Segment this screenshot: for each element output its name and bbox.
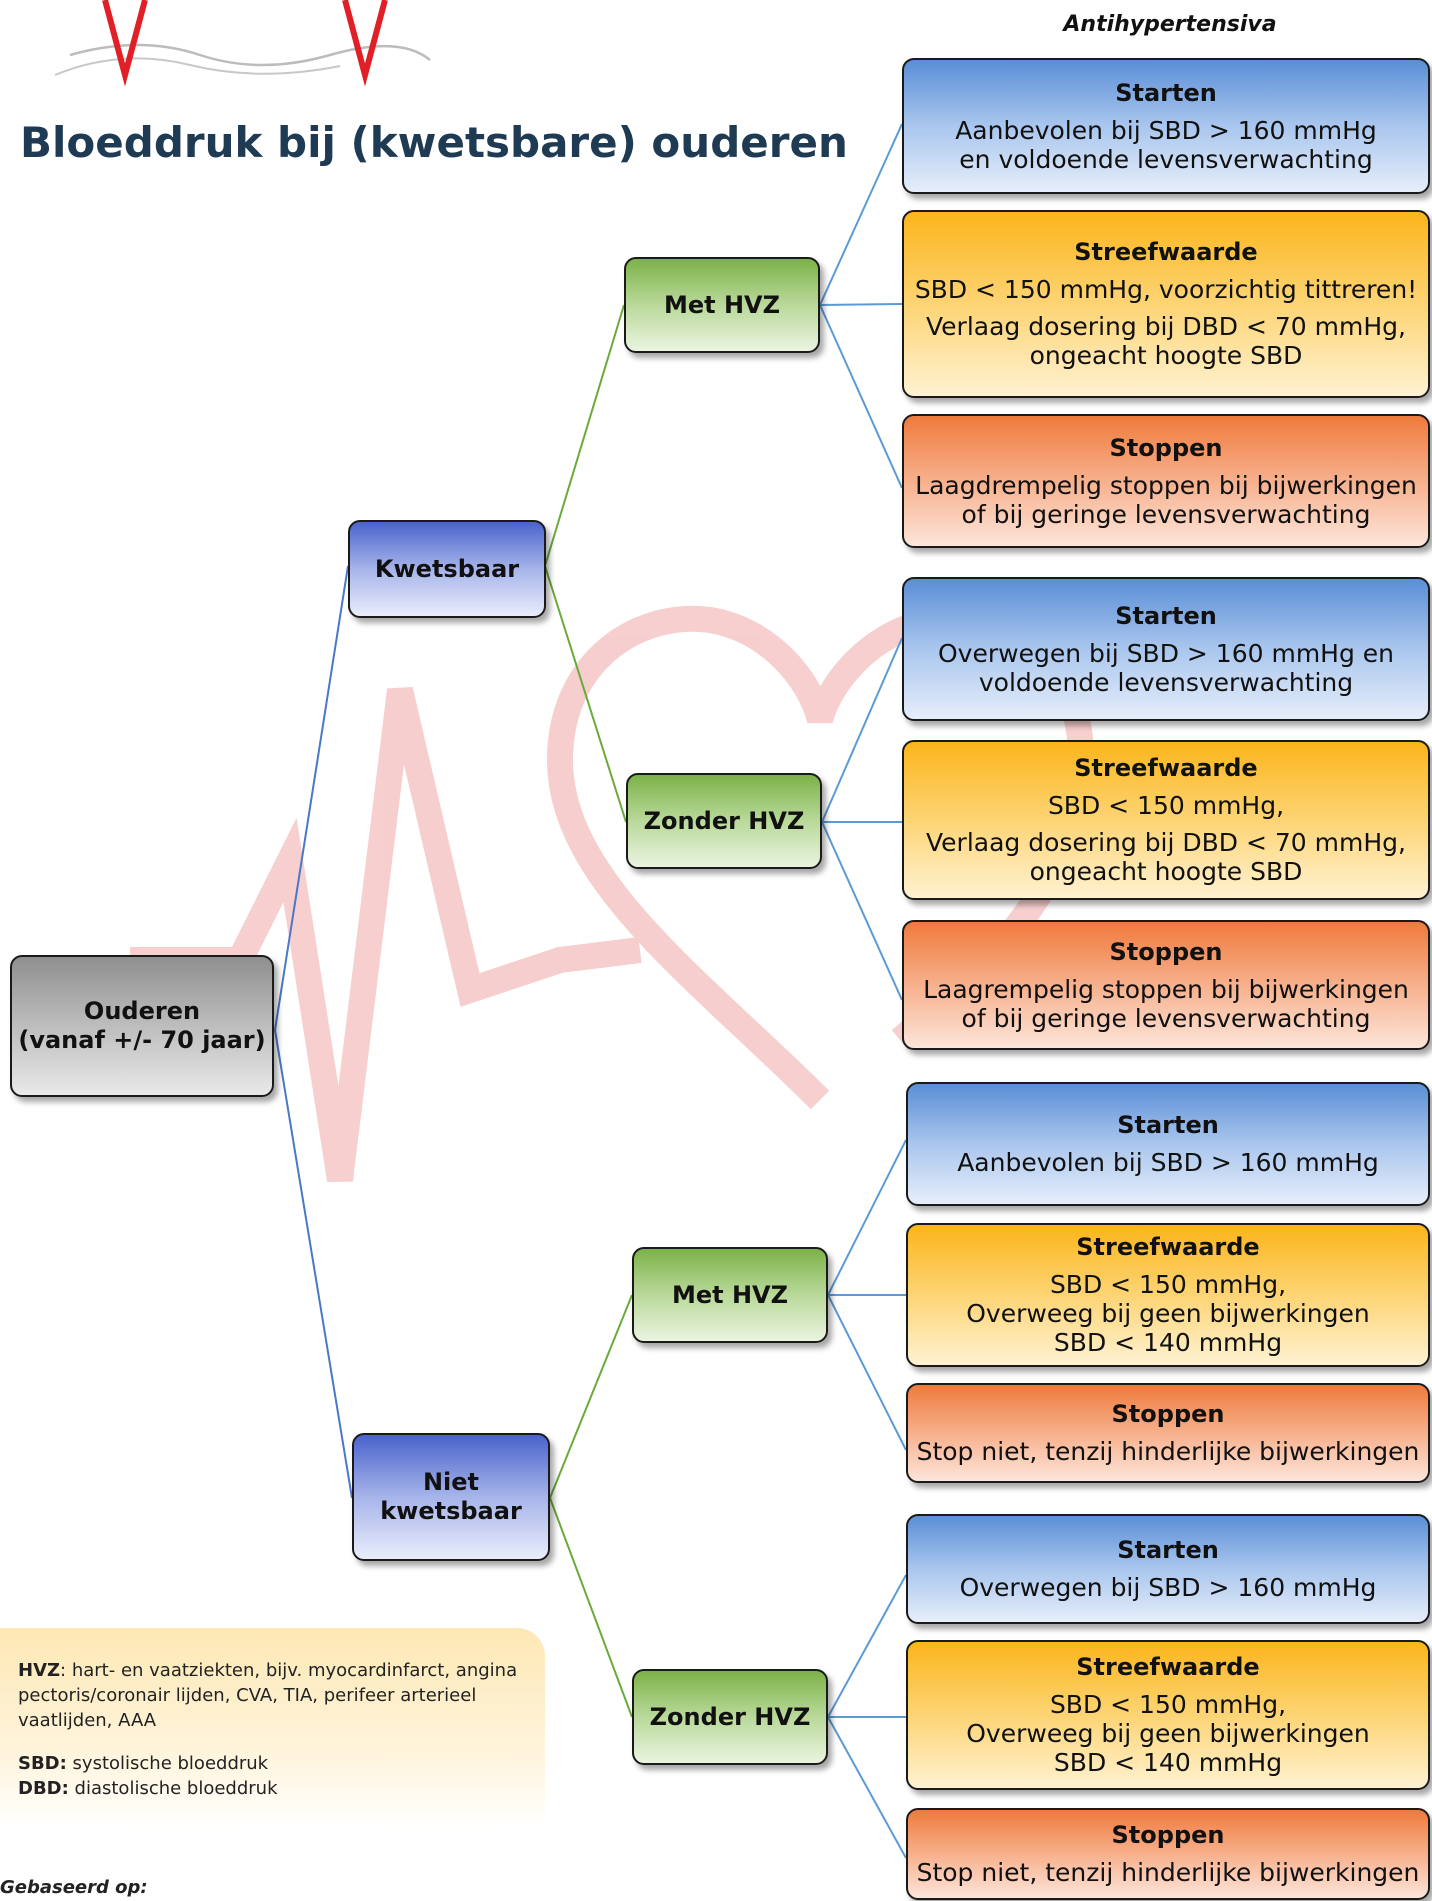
node-label: Zonder HVZ <box>643 806 805 835</box>
leaf-text: Overweeg bij geen bijwerkingen <box>966 1299 1370 1328</box>
based-on-label: Gebaseerd op: <box>0 1877 148 1898</box>
connector-leaf <box>827 1294 907 1451</box>
leaf-text: Laagrempelig stoppen bij bijwerkingen <box>923 974 1409 1004</box>
node-kwetsbaar-label: Kwetsbaar <box>374 554 520 583</box>
leaf-starten: Starten Aanbevolen bij SBD > 160 mmHg en… <box>902 58 1430 194</box>
connector-leaf <box>827 1574 907 1718</box>
leaf-text: Verlaag dosering bij DBD < 70 mmHg, <box>926 312 1406 341</box>
node-label: Met HVZ <box>663 290 781 319</box>
legend-dbd-def: diastolische bloeddruk <box>68 1778 278 1799</box>
leaf-text: ongeacht hoogte SBD <box>1029 857 1303 886</box>
leaf-text: SBD < 150 mmHg, <box>1047 791 1285 820</box>
leaf-title: Starten <box>1117 1536 1219 1564</box>
leaf-title: Stoppen <box>1111 1821 1225 1849</box>
node-label: Met HVZ <box>671 1280 789 1309</box>
leaf-stoppen: Stoppen Stop niet, tenzij hinderlijke bi… <box>906 1383 1430 1483</box>
root-line2: (vanaf +/- 70 jaar) <box>18 1026 266 1054</box>
leaf-starten: Starten Overwegen bij SBD > 160 mmHg en … <box>902 577 1430 721</box>
node-niet-kwetsbaar-line2: kwetsbaar <box>380 1497 522 1525</box>
leaf-text: ongeacht hoogte SBD <box>1029 341 1303 370</box>
legend-hvz-term: HVZ <box>18 1660 61 1681</box>
leaf-title: Starten <box>1117 1111 1219 1139</box>
legend-sbd: SBD: systolische bloeddruk <box>18 1751 527 1776</box>
legend-dbd-term: DBD: <box>18 1778 69 1799</box>
leaf-title: Streefwaarde <box>1076 1653 1260 1681</box>
heartbeat-logo-icon <box>54 0 431 87</box>
node-nietkw-zonder-hvz: Zonder HVZ <box>632 1669 828 1765</box>
leaf-stoppen: Stoppen Laagdrempelig stoppen bij bijwer… <box>902 414 1430 548</box>
leaf-stoppen: Stoppen Stop niet, tenzij hinderlijke bi… <box>906 1808 1430 1900</box>
leaf-title: Stoppen <box>1109 937 1223 966</box>
node-kwetsbaar-met-hvz: Met HVZ <box>624 257 820 353</box>
leaf-title: Starten <box>1115 78 1217 107</box>
legend-hvz-def: : hart- en vaatziekten, bijv. myocardinf… <box>18 1660 518 1731</box>
connector-kwetsbaar-met <box>544 304 625 567</box>
leaf-streefwaarde: Streefwaarde SBD < 150 mmHg, Overweeg bi… <box>906 1640 1430 1790</box>
leaf-title: Streefwaarde <box>1076 1233 1260 1261</box>
leaf-text: Overweeg bij geen bijwerkingen <box>966 1719 1370 1748</box>
node-kwetsbaar-zonder-hvz: Zonder HVZ <box>626 773 822 869</box>
connector-nietkw-met <box>549 1294 633 1499</box>
legend-dbd: DBD: diastolische bloeddruk <box>18 1776 527 1801</box>
leaf-title: Stoppen <box>1111 1400 1225 1428</box>
leaf-starten: Starten Overwegen bij SBD > 160 mmHg <box>906 1514 1430 1624</box>
node-label: Zonder HVZ <box>649 1702 811 1731</box>
leaf-text: voldoende levensverwachting <box>978 667 1354 697</box>
leaf-text: Aanbevolen bij SBD > 160 mmHg <box>955 115 1377 145</box>
leaf-text: Stop niet, tenzij hinderlijke bijwerking… <box>916 1437 1420 1466</box>
leaf-title: Stoppen <box>1109 433 1223 462</box>
leaf-text: Overwegen bij SBD > 160 mmHg <box>959 1573 1377 1602</box>
connector-leaf <box>827 1139 907 1296</box>
node-niet-kwetsbaar: Niet kwetsbaar <box>352 1433 550 1561</box>
root-node-ouderen: Ouderen (vanaf +/- 70 jaar) <box>10 955 274 1097</box>
leaf-title: Streefwaarde <box>1074 754 1258 782</box>
leaf-streefwaarde: Streefwaarde SBD < 150 mmHg, Overweeg bi… <box>906 1223 1430 1367</box>
root-line1: Ouderen <box>83 997 201 1025</box>
connector-leaf <box>819 304 903 489</box>
leaf-text: Aanbevolen bij SBD > 160 mmHg <box>957 1148 1379 1177</box>
node-nietkw-met-hvz: Met HVZ <box>632 1247 828 1343</box>
leaf-streefwaarde: Streefwaarde SBD < 150 mmHg, Verlaag dos… <box>902 740 1430 900</box>
leaf-stoppen: Stoppen Laagrempelig stoppen bij bijwerk… <box>902 920 1430 1050</box>
legend-panel: HVZ: hart- en vaatziekten, bijv. myocard… <box>0 1628 545 1830</box>
page-title: Bloeddruk bij (kwetsbare) ouderen <box>20 118 848 167</box>
leaf-text: SBD < 150 mmHg, <box>1049 1270 1287 1299</box>
leaf-text: SBD < 140 mmHg <box>1053 1328 1283 1357</box>
connector-leaf <box>827 1716 907 1859</box>
leaf-title: Starten <box>1115 601 1217 630</box>
connector-leaf <box>821 821 903 1001</box>
connector-kwetsbaar-zonder <box>544 565 627 823</box>
leaf-text: Stop niet, tenzij hinderlijke bijwerking… <box>916 1858 1420 1887</box>
connector-root-niet-kwetsbaar <box>274 1029 353 1499</box>
leaf-text: en voldoende levensverwachting <box>959 144 1373 174</box>
column-heading: Antihypertensiva <box>1063 12 1277 37</box>
leaf-starten: Starten Aanbevolen bij SBD > 160 mmHg <box>906 1082 1430 1206</box>
leaf-text: SBD < 140 mmHg <box>1053 1748 1283 1777</box>
leaf-title: Streefwaarde <box>1074 238 1258 266</box>
connector-nietkw-zonder <box>549 1497 633 1718</box>
leaf-text: SBD < 150 mmHg, <box>1049 1690 1287 1719</box>
node-kwetsbaar: Kwetsbaar <box>348 520 546 618</box>
legend-sbd-term: SBD: <box>18 1753 67 1774</box>
connector-leaf <box>819 123 903 306</box>
leaf-text: of bij geringe levensverwachting <box>961 499 1371 529</box>
leaf-text: Verlaag dosering bij DBD < 70 mmHg, <box>926 828 1406 857</box>
connector-root-kwetsbaar <box>274 565 349 1031</box>
leaf-text: Laagdrempelig stoppen bij bijwerkingen <box>915 470 1417 500</box>
leaf-text: Overwegen bij SBD > 160 mmHg en <box>937 638 1395 668</box>
node-niet-kwetsbaar-line1: Niet <box>422 1468 480 1496</box>
leaf-text: SBD < 150 mmHg, voorzichtig tittreren! <box>914 275 1418 304</box>
connector-leaf <box>819 303 903 306</box>
leaf-text: of bij geringe levensverwachting <box>961 1003 1371 1033</box>
legend-sbd-def: systolische bloeddruk <box>66 1753 269 1774</box>
connector-leaf <box>821 637 903 823</box>
leaf-streefwaarde: Streefwaarde SBD < 150 mmHg, voorzichtig… <box>902 210 1430 398</box>
legend-hvz: HVZ: hart- en vaatziekten, bijv. myocard… <box>18 1658 527 1733</box>
